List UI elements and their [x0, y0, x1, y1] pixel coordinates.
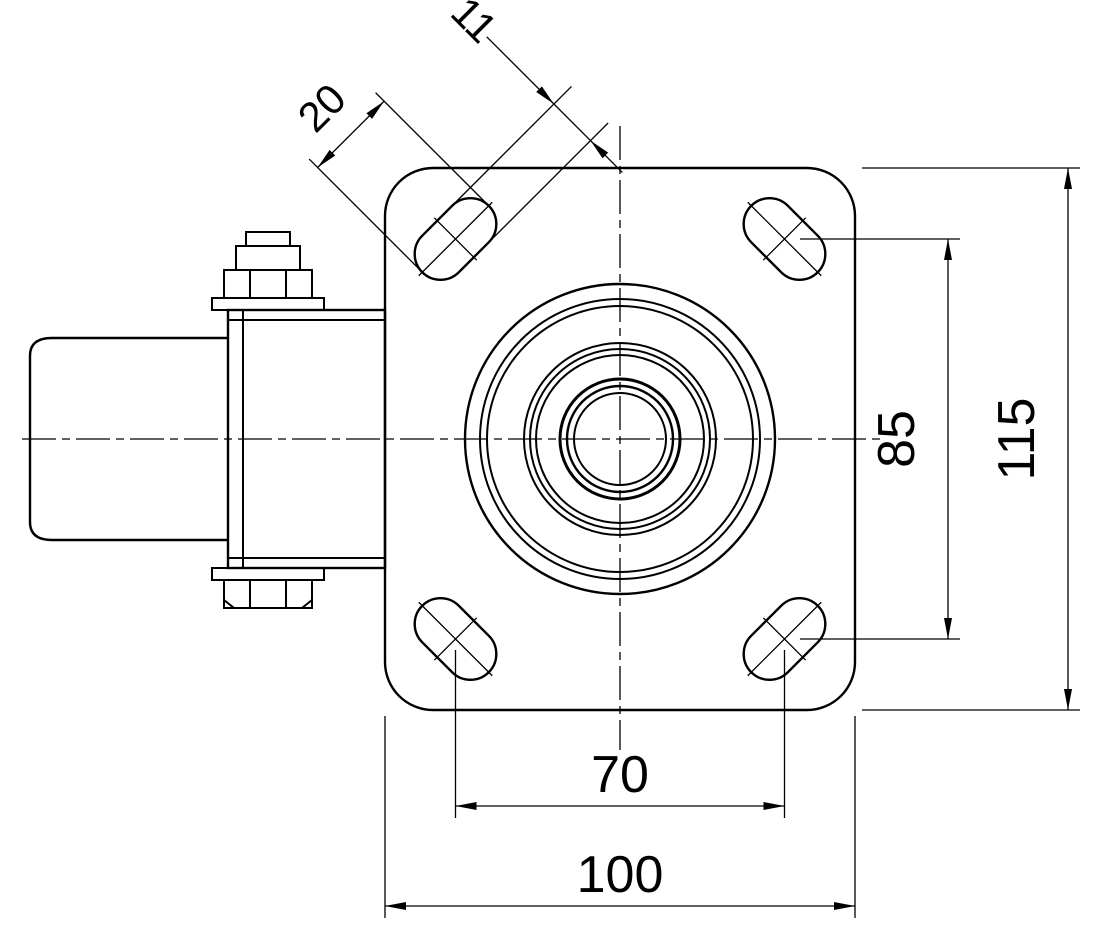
dimension-slot-width: 11 [442, 0, 623, 241]
dimension-arrow [455, 802, 477, 810]
slot-centerline-cross [433, 217, 478, 261]
slot-bottom-right [742, 596, 827, 682]
slot-centerline-cross [762, 217, 807, 261]
washer [211, 297, 325, 311]
nut-chamfer [223, 599, 235, 609]
bottom-bolt-assembly [211, 567, 325, 609]
dimension-arrow [834, 902, 855, 910]
dimension-arrow [366, 101, 385, 119]
dimension-arrow [317, 149, 336, 168]
dim-label-plate-width: 100 [577, 846, 664, 904]
extension-line [308, 158, 420, 270]
dimension-arrow [385, 902, 406, 910]
dimension-arrow [536, 86, 554, 104]
washer [211, 567, 325, 581]
bolt-stud-tip [245, 231, 291, 247]
nut-chamfer [301, 599, 313, 609]
slot-centerline-cross [762, 617, 807, 661]
dimension-bolt-spacing-vertical: 85 [800, 238, 960, 640]
extension-line [454, 85, 572, 204]
dimension-arrow [590, 140, 609, 159]
dimension-overall-height: 115 [862, 167, 1080, 711]
extension-line [491, 122, 609, 241]
slot-top-right [742, 196, 827, 282]
dim-label-bolt-spacing-horizontal: 70 [591, 746, 649, 804]
dimension-arrow [763, 802, 785, 810]
dimension-arrow [944, 239, 952, 260]
nut-body [223, 269, 313, 299]
slot-centerline-cross [433, 617, 478, 661]
dimension-bolt-spacing-horizontal: 70 [454, 650, 786, 818]
dimension-arrow [944, 618, 952, 639]
centerlines [22, 126, 882, 750]
wheel-side-view [28, 231, 387, 609]
dim-label-overall-height: 115 [988, 398, 1046, 481]
dimension-plate-width: 100 [384, 716, 856, 918]
dim-label-bolt-spacing-vertical: 85 [868, 410, 926, 468]
dimension-arrow [1064, 168, 1072, 189]
top-bolt-assembly [211, 231, 325, 311]
slot-top-left [413, 196, 498, 282]
slot-bottom-left [413, 596, 498, 682]
extension-line [375, 92, 487, 204]
dim-label-slot-length: 20 [289, 75, 355, 141]
nut-body [223, 579, 313, 609]
dimension-arrow [1064, 689, 1072, 710]
nut-top [235, 245, 301, 271]
dim-label-slot-width: 11 [442, 0, 506, 52]
